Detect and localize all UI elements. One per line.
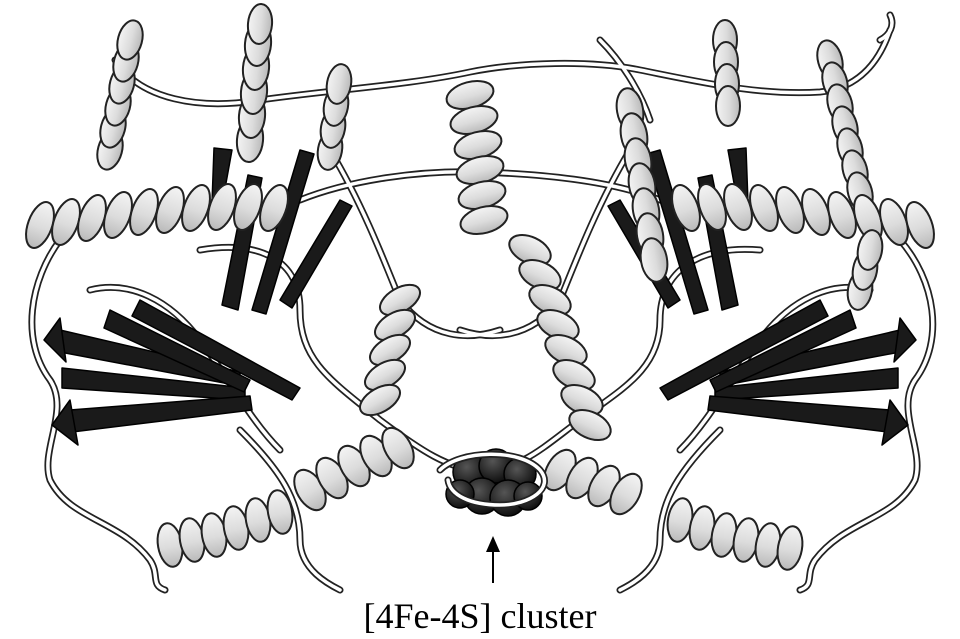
cluster-label: [4Fe-4S] cluster xyxy=(0,596,960,636)
annotation-arrow xyxy=(486,536,500,583)
